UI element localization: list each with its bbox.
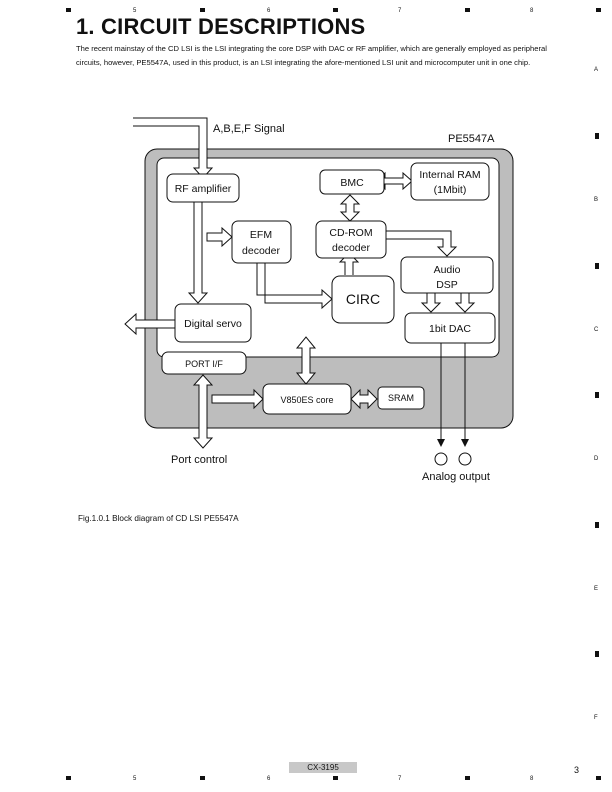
page-title: 1. CIRCUIT DESCRIPTIONS: [76, 14, 366, 39]
port-control-label: Port control: [171, 454, 227, 466]
registration-mark: [595, 133, 599, 139]
model-number: CX-3195: [289, 762, 357, 773]
sram-label: SRAM: [388, 393, 414, 403]
dac-block: [404, 312, 496, 344]
circ-block: [331, 275, 395, 324]
v850-label: V850ES core: [280, 395, 333, 405]
rf-amplifier-label: RF amplifier: [175, 183, 232, 195]
registration-mark: [333, 776, 338, 780]
v850-core-block: [262, 383, 352, 415]
bmc-block: [319, 169, 385, 195]
arrow-v850-sram: [350, 388, 378, 410]
internal-ram-label: Internal RAM: [419, 169, 480, 181]
arrow-rf-to-servo: [187, 200, 209, 304]
internal-ram-size-label: (1Mbit): [434, 184, 467, 196]
column-number: 6: [267, 8, 271, 14]
arrow-cdrom-to-audio: [385, 230, 458, 257]
analog-output-jack-left: [434, 452, 448, 466]
arrow-servo-out: [124, 312, 176, 336]
row-letter: D: [594, 456, 599, 462]
sram-block: [377, 386, 425, 410]
column-number: 6: [267, 776, 271, 782]
analog-output-label: Analog output: [422, 471, 490, 483]
arrow-audio-to-dac-2: [454, 291, 476, 313]
arrow-port-control: [192, 374, 214, 449]
registration-mark: [66, 8, 71, 12]
efm-decoder-block: [231, 220, 292, 264]
rf-amplifier-block: [166, 173, 240, 203]
page-number: 3: [574, 765, 580, 775]
efm-decoder-label: decoder: [242, 245, 280, 257]
circ-label: CIRC: [346, 291, 380, 307]
digital-servo-label: Digital servo: [184, 318, 242, 330]
digital-servo-block: [174, 303, 252, 343]
registration-mark: [465, 776, 470, 780]
registration-mark: [200, 8, 205, 12]
audio-label: Audio: [434, 264, 461, 276]
arrow-audio-to-dac-1: [420, 291, 442, 313]
chip-label: PE5547A: [448, 133, 495, 145]
registration-mark: [596, 8, 601, 12]
column-number: 7: [398, 776, 402, 782]
arrow-inner-v850: [295, 336, 317, 385]
row-letter: E: [594, 586, 599, 592]
registration-mark: [596, 776, 601, 780]
column-number: 7: [398, 8, 402, 14]
row-letter: B: [594, 197, 599, 203]
row-letter: C: [594, 327, 599, 333]
port-if-label: PORT I/F: [185, 359, 223, 369]
port-if-block: [161, 351, 247, 375]
column-number: 8: [530, 776, 534, 782]
row-letter: A: [594, 67, 599, 73]
registration-mark: [595, 392, 599, 398]
efm-label: EFM: [250, 229, 272, 241]
bmc-label: BMC: [340, 177, 364, 189]
cdrom-label: CD-ROM: [329, 227, 372, 239]
column-number: 8: [530, 8, 534, 14]
dac-label: 1bit DAC: [429, 323, 471, 335]
audio-dsp-block: [400, 256, 494, 294]
registration-mark: [66, 776, 71, 780]
input-signal-label: A,B,E,F Signal: [213, 123, 285, 135]
registration-mark: [333, 8, 338, 12]
registration-mark: [595, 522, 599, 528]
registration-mark: [595, 263, 599, 269]
arrow-rf-to-efm: [206, 226, 233, 248]
intro-paragraph: The recent mainstay of the CD LSI is the…: [76, 44, 547, 67]
cdrom-decoder-label: decoder: [332, 242, 370, 254]
column-number: 5: [133, 776, 137, 782]
internal-ram-block: [410, 162, 490, 201]
row-letter: F: [594, 715, 598, 721]
arrow-port-to-v850: [211, 388, 264, 410]
cdrom-decoder-block: [315, 220, 387, 259]
column-number: 5: [133, 8, 137, 14]
registration-mark: [200, 776, 205, 780]
dsp-label: DSP: [436, 279, 458, 291]
arrow-bmc-cdrom: [339, 194, 361, 222]
figure-caption: Fig.1.0.1 Block diagram of CD LSI PE5547…: [78, 514, 239, 523]
registration-mark: [595, 651, 599, 657]
analog-output-jack-right: [458, 452, 472, 466]
registration-mark: [465, 8, 470, 12]
